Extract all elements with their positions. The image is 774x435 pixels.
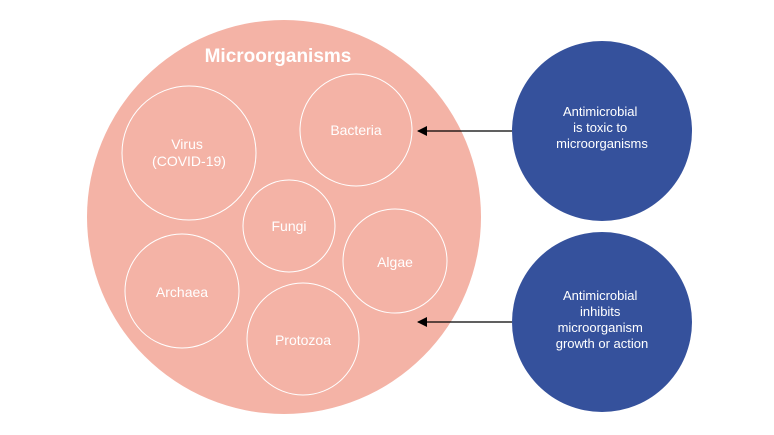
inhibits-label: Antimicrobial inhibits microorganism gro… xyxy=(556,288,649,351)
microorganisms-circle xyxy=(87,20,481,414)
fungi-circle xyxy=(242,179,336,273)
bacteria-circle xyxy=(299,73,413,187)
bacteria-label: Bacteria xyxy=(330,122,382,138)
archaea-circle xyxy=(124,233,240,349)
virus-circle xyxy=(121,85,257,221)
algae-node: Algae xyxy=(342,208,448,314)
virus-label: Virus (COVID-19) xyxy=(152,136,226,169)
bacteria-node: Bacteria xyxy=(299,73,413,187)
toxic-node: Antimicrobial is toxic to microorganisms xyxy=(512,41,692,221)
algae-circle xyxy=(342,208,448,314)
toxic-circle xyxy=(512,41,692,221)
archaea-label: Archaea xyxy=(156,284,208,300)
fungi-label: Fungi xyxy=(271,218,306,234)
inhibits-node: Antimicrobial inhibits microorganism gro… xyxy=(512,232,692,412)
fungi-node: Fungi xyxy=(242,179,336,273)
toxic-label: Antimicrobial is toxic to microorganisms xyxy=(556,104,648,151)
protozoa-node: Protozoa xyxy=(246,282,360,396)
protozoa-label: Protozoa xyxy=(275,332,331,348)
microorganisms-title: Microorganisms xyxy=(205,46,352,67)
virus-node: Virus (COVID-19) xyxy=(121,85,257,221)
inhibits-circle xyxy=(512,232,692,412)
protozoa-circle xyxy=(246,282,360,396)
algae-label: Algae xyxy=(377,254,413,270)
archaea-node: Archaea xyxy=(124,233,240,349)
